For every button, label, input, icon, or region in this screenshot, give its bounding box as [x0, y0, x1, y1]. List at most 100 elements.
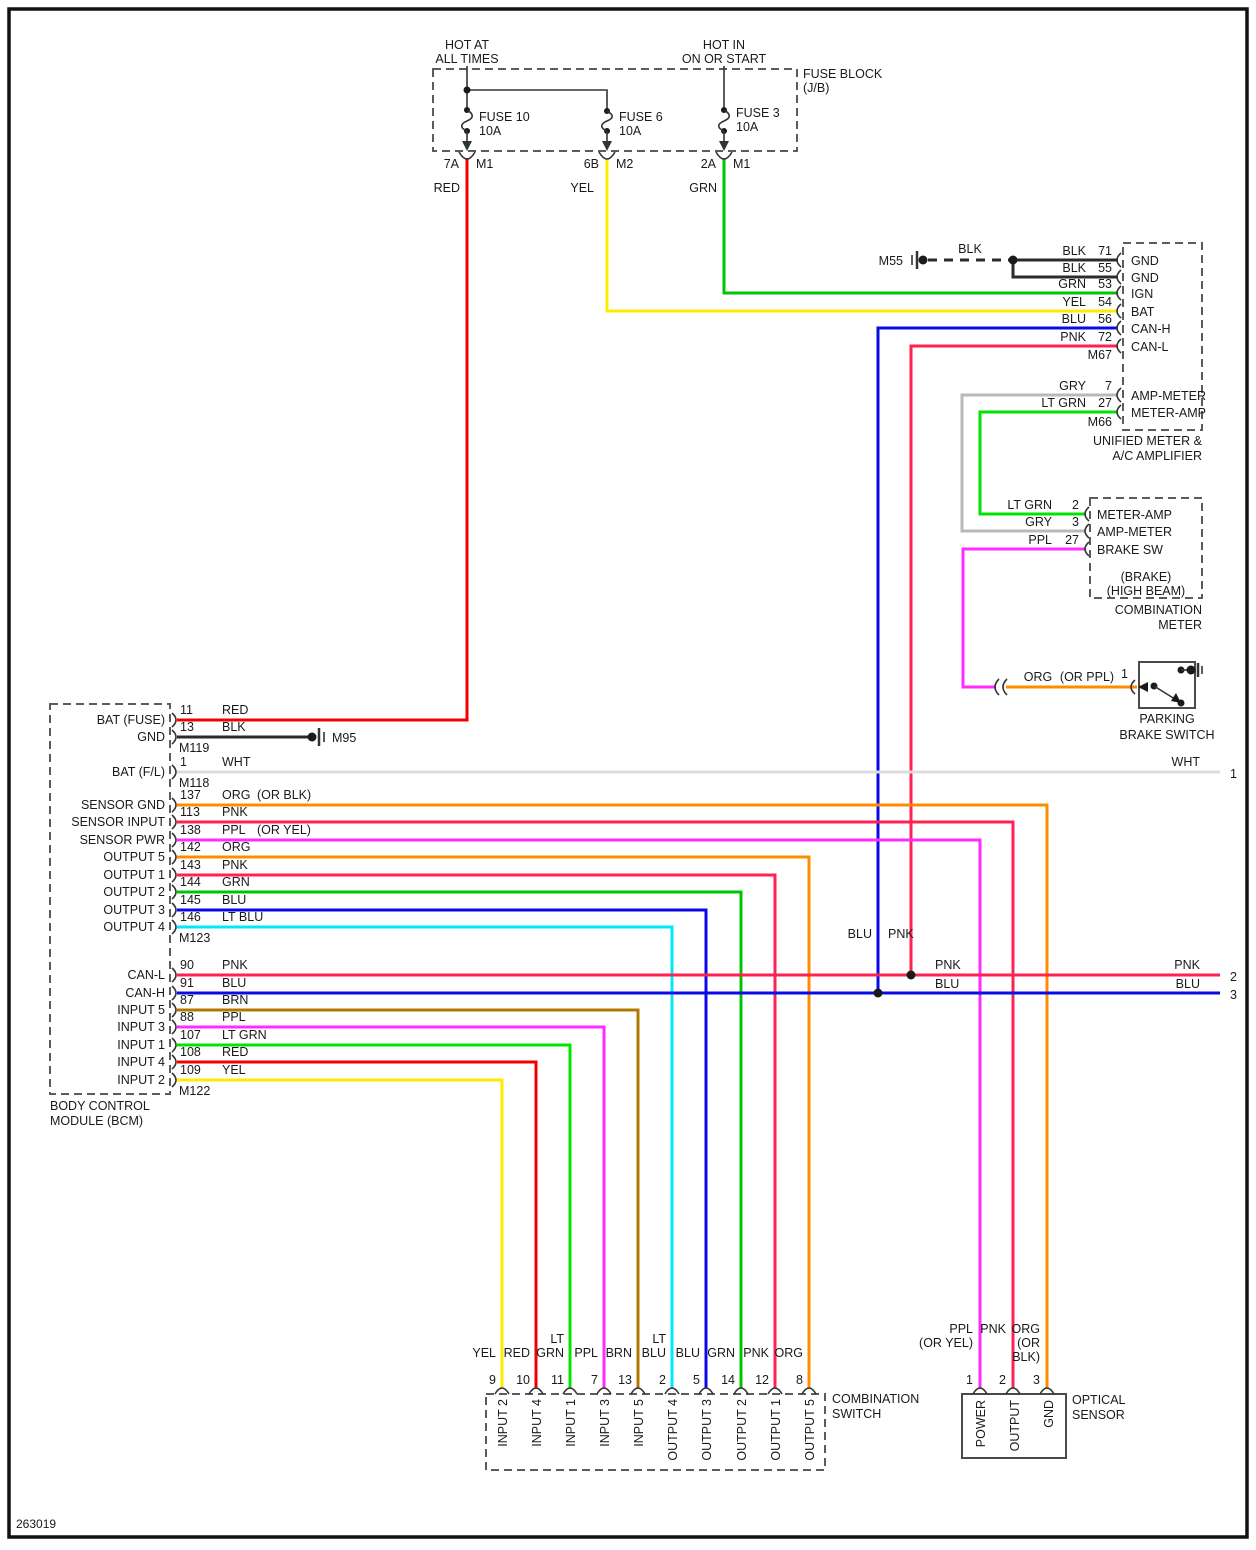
edge-pnk-label: PNK [1174, 958, 1200, 972]
fuse-6-wire-color: YEL [570, 181, 594, 195]
um-pin5-num: 72 [1098, 330, 1112, 344]
um-label1: UNIFIED METER & [1093, 434, 1203, 448]
bcm-conn-m118: M118 [179, 776, 209, 790]
svg-text:PPL: PPL [222, 823, 246, 837]
bcm-pin-output4: OUTPUT 4 [103, 920, 165, 934]
um-pin1-num: 55 [1098, 261, 1112, 275]
svg-text:11: 11 [551, 1373, 564, 1387]
bcm-box [49, 703, 171, 1095]
fuse-10-pin: 7A [444, 157, 460, 171]
svg-text:ORG: ORG [775, 1346, 803, 1360]
bcm-conn-m123: M123 [179, 931, 210, 945]
edge-row3-num: 3 [1230, 988, 1237, 1002]
fuse-6-conn: M2 [616, 157, 633, 171]
pb-label2: BRAKE SWITCH [1119, 728, 1214, 742]
fuse-3-amp: 10A [736, 120, 759, 134]
wire-org-sensor-gnd [177, 803, 1049, 1388]
wire-grn-fuse3-to-meter [722, 158, 1118, 295]
wire-pnk-sensor-input [177, 820, 1015, 1388]
fuse-10-wire-color: RED [434, 181, 460, 195]
wire-grn-output2 [177, 890, 743, 1388]
svg-text:OUTPUT 3: OUTPUT 3 [700, 1399, 714, 1461]
svg-text:109: 109 [180, 1063, 201, 1077]
svg-text:1: 1 [180, 755, 187, 769]
svg-text:14: 14 [721, 1373, 735, 1387]
edge-labels: WHT 1 PNK 2 BLU 3 BLU PNK PNK BLU [848, 755, 1237, 1002]
svg-text:PNK: PNK [980, 1322, 1006, 1336]
fuse-3-name: FUSE 3 [736, 106, 780, 120]
um-pin3-name: BAT [1131, 305, 1155, 319]
bcm-pin-input4: INPUT 4 [117, 1055, 165, 1069]
hot-in-label: HOT IN [703, 38, 745, 52]
svg-text:PPL: PPL [949, 1322, 973, 1336]
doc-number: 263019 [16, 1517, 56, 1531]
um-pin2-color: GRN [1058, 277, 1086, 291]
svg-text:PNK: PNK [222, 958, 248, 972]
svg-text:BLU: BLU [642, 1346, 666, 1360]
svg-text:146: 146 [180, 910, 201, 924]
svg-text:(OR YEL): (OR YEL) [257, 823, 311, 837]
svg-text:7: 7 [591, 1373, 598, 1387]
body-control-module: BAT (FUSE) GND BAT (F/L) SENSOR GND SENS… [49, 703, 356, 1128]
cm-pin1-color: GRY [1025, 515, 1053, 529]
wire-yel-fuse6-to-meter [605, 158, 1118, 313]
unified-meter-amplifier: BLK 71 GND BLK 55 GND GRN 53 IGN YEL 54 … [1041, 242, 1206, 463]
um-pin5-name: CAN-L [1131, 340, 1169, 354]
svg-text:GRN: GRN [222, 875, 250, 889]
um-pin7-num: 27 [1098, 396, 1112, 410]
bcm-pin-canl: CAN-L [127, 968, 165, 982]
svg-text:RED: RED [504, 1346, 530, 1360]
svg-text:10: 10 [516, 1373, 530, 1387]
svg-text:143: 143 [180, 858, 201, 872]
svg-text:POWER: POWER [974, 1400, 988, 1447]
svg-text:13: 13 [618, 1373, 632, 1387]
um-pin2-name: IGN [1131, 287, 1153, 301]
svg-text:108: 108 [180, 1045, 201, 1059]
cm-pin2-num: 27 [1065, 533, 1079, 547]
bcm-pin-bat-fuse: BAT (FUSE) [97, 713, 165, 727]
svg-text:INPUT 4: INPUT 4 [530, 1399, 544, 1447]
svg-text:LT: LT [652, 1332, 666, 1346]
fuse-block-box [432, 68, 798, 152]
cs-label2: SWITCH [832, 1407, 881, 1421]
svg-text:BLU: BLU [676, 1346, 700, 1360]
bcm-pin-canh: CAN-H [125, 986, 165, 1000]
svg-text:BLU: BLU [222, 976, 246, 990]
svg-text:LT BLU: LT BLU [222, 910, 263, 924]
fuse-6-name: FUSE 6 [619, 110, 663, 124]
os-label1: OPTICAL [1072, 1393, 1126, 1407]
bcm-pin-output5: OUTPUT 5 [103, 850, 165, 864]
svg-text:PPL: PPL [222, 1010, 246, 1024]
svg-text:88: 88 [180, 1010, 194, 1024]
bcm-pin-output2: OUTPUT 2 [103, 885, 165, 899]
junction-pnk-label: PNK [935, 958, 961, 972]
svg-text:(OR: (OR [1017, 1336, 1040, 1350]
wire-blk-gnd55 [1011, 260, 1118, 279]
fuse-block-label2: (J/B) [803, 81, 829, 95]
svg-text:OUTPUT 1: OUTPUT 1 [769, 1399, 783, 1461]
vertical-blu-label: BLU [848, 927, 872, 941]
um-pin4-num: 56 [1098, 312, 1112, 326]
bcm-pin-gnd: GND [137, 730, 165, 744]
cm-pin1-num: 3 [1072, 515, 1079, 529]
svg-text:PNK: PNK [222, 858, 248, 872]
wire-gry-amp-meter [960, 393, 1118, 533]
fuse-10-conn: M1 [476, 157, 493, 171]
svg-text:PPL: PPL [574, 1346, 598, 1360]
optical-sensor-box [961, 1393, 1067, 1459]
unified-meter-box [1122, 242, 1203, 431]
svg-text:1: 1 [966, 1373, 973, 1387]
wire-pnk-output1 [177, 873, 777, 1388]
svg-text:INPUT 1: INPUT 1 [564, 1399, 578, 1447]
cm-pin1-name: AMP-METER [1097, 525, 1172, 539]
svg-text:GRN: GRN [707, 1346, 735, 1360]
um-pin4-name: CAN-H [1131, 322, 1171, 336]
wire-yel-input2 [177, 1078, 504, 1388]
combination-switch: YEL RED LT GRN PPL BRN LT BLU BLU GRN PN… [472, 1332, 919, 1471]
svg-text:ORG: ORG [222, 788, 250, 802]
svg-text:OUTPUT 4: OUTPUT 4 [666, 1399, 680, 1461]
svg-text:2: 2 [659, 1373, 666, 1387]
bcm-pin-sensor-gnd: SENSOR GND [81, 798, 165, 812]
junction-dot-blk [1008, 255, 1018, 265]
svg-text:INPUT 2: INPUT 2 [496, 1399, 510, 1447]
